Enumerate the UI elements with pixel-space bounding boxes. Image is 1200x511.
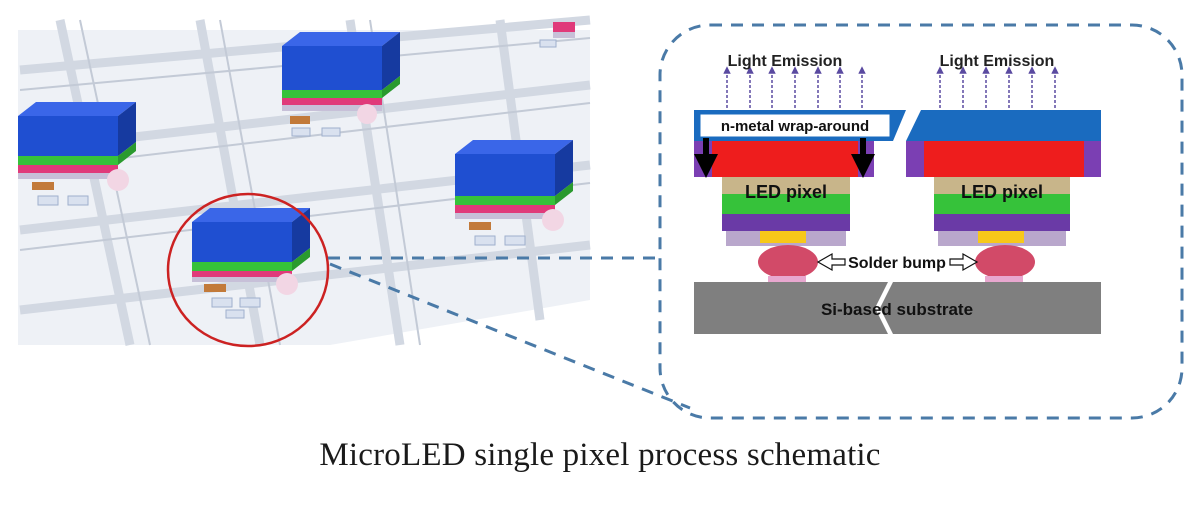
- tan-layer-left: [722, 177, 850, 194]
- purple-layer-right: [934, 214, 1070, 231]
- micro-led-pixel: [455, 140, 573, 246]
- solder-bump-label: Solder bump: [848, 255, 946, 272]
- green-layer-left: [722, 194, 850, 214]
- si-substrate: [880, 282, 1101, 334]
- right-hollow-arrow: [949, 252, 979, 272]
- figure-caption: MicroLED single pixel process schematic: [319, 437, 881, 473]
- green-layer-right: [934, 194, 1070, 214]
- led-pixel-label-left: LED pixel: [745, 182, 827, 202]
- cross-section-right: Light Emission LED pixel: [906, 53, 1101, 282]
- micro-led-pixel-partial: [539, 22, 575, 48]
- si-substrate: [694, 282, 888, 334]
- yellow-pad-right: [978, 231, 1024, 243]
- zoom-callout-border: [658, 23, 1184, 420]
- solder-pad-left: [768, 276, 806, 282]
- solder-pad-right: [985, 276, 1023, 282]
- light-emission-label-right: Light Emission: [940, 53, 1055, 70]
- light-emission-arrows-right: [936, 66, 1059, 108]
- n-metal-label-box: [699, 113, 891, 138]
- red-layer-left: [712, 141, 858, 177]
- solder-bump-right: [975, 245, 1035, 279]
- light-emission-label-left: Light Emission: [728, 53, 843, 70]
- n-metal-label: n-metal wrap-around: [721, 118, 869, 135]
- purple-side-tab: [906, 141, 928, 177]
- substrate-label: Si-based substrate: [821, 300, 973, 319]
- micro-led-pixel: [18, 102, 136, 206]
- solder-bump-left: [758, 245, 818, 279]
- tan-layer-right: [934, 177, 1070, 194]
- micro-led-pixel: [282, 32, 400, 137]
- light-emission-arrows-left: [723, 66, 866, 108]
- backplane-base: [18, 30, 590, 345]
- left-hollow-arrow: [816, 252, 846, 272]
- cross-section-left: Light Emission n-metal wrap-around LED p…: [694, 53, 906, 282]
- micro-led-pixel-highlighted: [192, 208, 310, 319]
- n-metal-bar-right: [906, 110, 1101, 141]
- highlight-circle: [166, 192, 330, 348]
- red-layer-right: [924, 141, 1084, 177]
- yellow-pad-left: [760, 231, 806, 243]
- pixel-array-illustration: [18, 15, 591, 348]
- zoom-callout-lines: [328, 256, 691, 410]
- purple-layer-left: [722, 214, 850, 231]
- solder-bump-callout: Solder bump: [816, 252, 979, 272]
- purple-side-tab: [1079, 141, 1101, 177]
- led-pixel-label-right: LED pixel: [961, 182, 1043, 202]
